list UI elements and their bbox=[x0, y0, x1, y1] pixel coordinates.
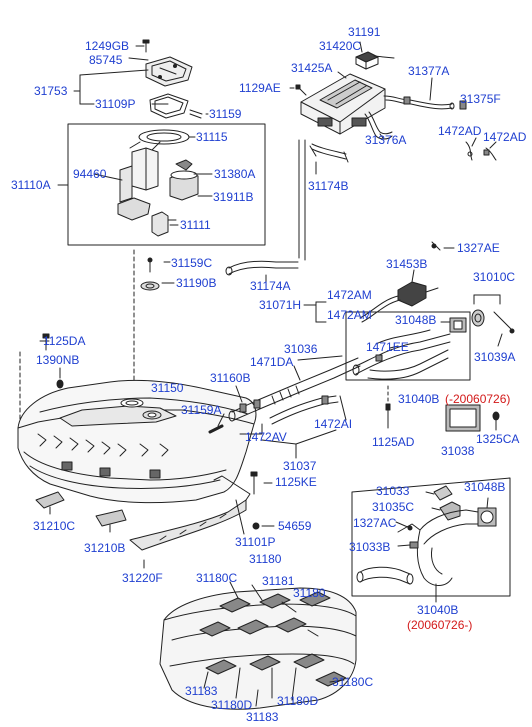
part-label-31220F: 31220F bbox=[122, 571, 163, 585]
part-label-31048B-a: 31048B bbox=[395, 313, 437, 327]
part-label-31174A: 31174A bbox=[250, 279, 291, 293]
fuel-pump-assembly-drawing bbox=[57, 39, 266, 246]
part-label-1125AD: 1125AD bbox=[372, 435, 415, 449]
late-filler-neck-drawing bbox=[351, 477, 511, 603]
part-label-31115: 31115 bbox=[196, 130, 228, 144]
part-label-1327AC: 1327AC bbox=[353, 516, 397, 530]
part-label-31210B: 31210B bbox=[84, 541, 126, 555]
part-label-31033B: 31033B bbox=[349, 540, 391, 554]
part-label-1249GB: 1249GB bbox=[85, 39, 130, 53]
part-label-31753: 31753 bbox=[34, 84, 68, 98]
canister-drawing bbox=[289, 41, 497, 161]
tank-protector-drawing bbox=[159, 581, 357, 710]
part-label-1325CA: 1325CA bbox=[476, 432, 520, 446]
part-label-31010C: 31010C bbox=[473, 270, 516, 284]
part-label-1471EE: 1471EE bbox=[366, 340, 409, 354]
part-label-31110A: 31110A bbox=[11, 178, 51, 192]
part-label-31191: 31191 bbox=[348, 25, 381, 39]
part-label-31159: 31159 bbox=[209, 107, 242, 121]
filler-neck-drawing bbox=[303, 241, 515, 432]
part-label-31109P: 31109P bbox=[95, 97, 136, 111]
part-label-31111: 31111 bbox=[180, 218, 211, 232]
part-label-31160B: 31160B bbox=[210, 371, 251, 385]
part-label-1125KE: 1125KE bbox=[275, 475, 317, 489]
part-label-1390NB: 1390NB bbox=[36, 353, 80, 367]
part-label-1327AE: 1327AE bbox=[457, 241, 500, 255]
part-label-31180-a: 31180 bbox=[249, 552, 282, 566]
part-label-31453B: 31453B bbox=[386, 257, 428, 271]
part-label-31048B-b: 31048B bbox=[464, 480, 506, 494]
part-label-31190B: 31190B bbox=[176, 276, 217, 290]
part-label-date-after: (20060726-) bbox=[407, 618, 473, 632]
part-label-31183-b: 31183 bbox=[246, 710, 279, 724]
part-label-1472AM-a: 1472AM bbox=[327, 288, 372, 302]
part-label-1472AD-b: 1472AD bbox=[483, 130, 527, 144]
part-label-1472AV: 1472AV bbox=[245, 430, 287, 444]
part-label-1472AI: 1472AI bbox=[314, 417, 353, 431]
part-label-31180D-b: 31180D bbox=[277, 694, 319, 708]
part-label-31071H: 31071H bbox=[259, 298, 302, 312]
part-label-31181: 31181 bbox=[262, 574, 295, 588]
part-label-94460: 94460 bbox=[73, 167, 107, 181]
vapor-hose-drawing bbox=[19, 139, 349, 441]
part-label-31210C: 31210C bbox=[33, 519, 76, 533]
part-label-31180-b: 31180 bbox=[293, 586, 326, 600]
part-label-31036: 31036 bbox=[284, 342, 318, 356]
part-label-31420C: 31420C bbox=[319, 39, 362, 53]
part-label-31180D-a: 31180D bbox=[211, 698, 253, 712]
part-label-1472AM-b: 1472AM bbox=[327, 308, 372, 322]
fuel-tank-drawing bbox=[17, 379, 275, 569]
part-label-1471DA: 1471DA bbox=[250, 355, 294, 369]
part-label-date-before: (-20060726) bbox=[445, 392, 511, 406]
part-label-31183-a: 31183 bbox=[185, 684, 218, 698]
part-label-31040B-b: 31040B bbox=[417, 603, 459, 617]
part-label-31038: 31038 bbox=[441, 444, 475, 458]
part-label-31377A: 31377A bbox=[408, 64, 450, 78]
part-label-31037: 31037 bbox=[283, 459, 317, 473]
part-label-31376A: 31376A bbox=[365, 133, 407, 147]
part-label-31174B: 31174B bbox=[308, 179, 349, 193]
part-label-31101P: 31101P bbox=[235, 535, 276, 549]
part-label-31040B-a: 31040B bbox=[398, 392, 440, 406]
part-label-31159A: 31159A bbox=[181, 403, 222, 417]
part-label-31039A: 31039A bbox=[474, 350, 516, 364]
filler-pipe-drawing bbox=[208, 355, 361, 459]
part-label-31375F: 31375F bbox=[460, 92, 501, 106]
part-label-54659: 54659 bbox=[278, 519, 312, 533]
part-label-31180C-b: 31180C bbox=[332, 675, 374, 689]
part-label-31380A: 31380A bbox=[214, 167, 256, 181]
part-label-85745: 85745 bbox=[89, 53, 123, 67]
part-label-31033: 31033 bbox=[376, 484, 410, 498]
part-label-1472AD-a: 1472AD bbox=[438, 124, 482, 138]
part-label-31911B: 31911B bbox=[213, 190, 254, 204]
part-label-31150: 31150 bbox=[151, 381, 184, 395]
part-label-31425A: 31425A bbox=[291, 61, 333, 75]
part-label-31035C: 31035C bbox=[372, 500, 415, 514]
part-label-1129AE: 1129AE bbox=[239, 81, 281, 95]
part-label-31180C-a: 31180C bbox=[196, 571, 238, 585]
part-label-1125DA: 1125DA bbox=[43, 334, 86, 348]
part-label-31159C: 31159C bbox=[171, 256, 213, 270]
